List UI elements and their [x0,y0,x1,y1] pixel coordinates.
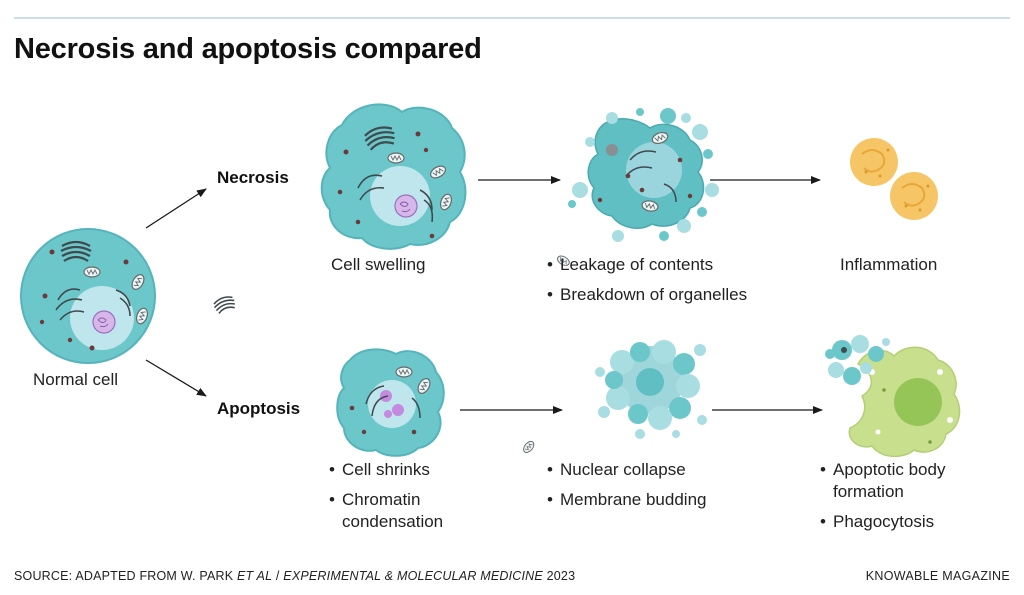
source-credit: SOURCE: ADAPTED FROM W. PARK ET AL / EXP… [14,569,575,583]
diagram-title: Necrosis and apoptosis compared [14,33,482,65]
bullet-item: Nuclear collapse [547,459,706,481]
arrow-to-necrosis [145,188,207,229]
normal-cell-illustration [20,228,156,364]
apoptosis-label: Apoptosis [217,399,301,418]
bullet-item: Membrane budding [547,489,706,511]
bullet-item: Phagocytosis [820,511,945,533]
arrow-to-apoptosis [145,359,207,397]
shrunken-cell-illustration [211,293,445,457]
apoptosis-stage3-list: Apoptotic bodyformationPhagocytosis [820,459,945,541]
cell-swelling-label: Cell swelling [331,255,426,274]
necrosis-label: Necrosis [217,168,289,187]
publisher-credit: KNOWABLE MAGAZINE [865,569,1010,583]
inflammation-illustration [850,138,938,220]
bullet-item: Breakdown of organelles [547,284,747,306]
source-prefix: SOURCE: ADAPTED FROM W. PARK [14,569,237,583]
top-rule [14,17,1010,19]
swollen-cell-illustration [320,103,467,250]
blebbing-cell-illustration [521,253,707,455]
normal-cell-label: Normal cell [33,370,119,389]
source-et-al: ET AL [236,569,273,583]
necrosis-stage2-list: Leakage of contentsBreakdown of organell… [547,254,747,314]
source-separator: / [272,569,284,583]
inflammation-label: Inflammation [840,255,938,274]
bullet-item: Cell shrinks [329,459,443,481]
source-journal: EXPERIMENTAL & MOLECULAR MEDICINE [283,569,543,583]
ruptured-cell-illustration [568,108,719,242]
bullet-item: Leakage of contents [547,254,747,276]
phagocytosis-illustration [825,335,961,458]
source-year: 2023 [542,569,576,583]
apoptosis-stage2-list: Nuclear collapseMembrane budding [547,459,706,519]
apoptosis-stage1-list: Cell shrinksChromatincondensation [329,459,443,541]
